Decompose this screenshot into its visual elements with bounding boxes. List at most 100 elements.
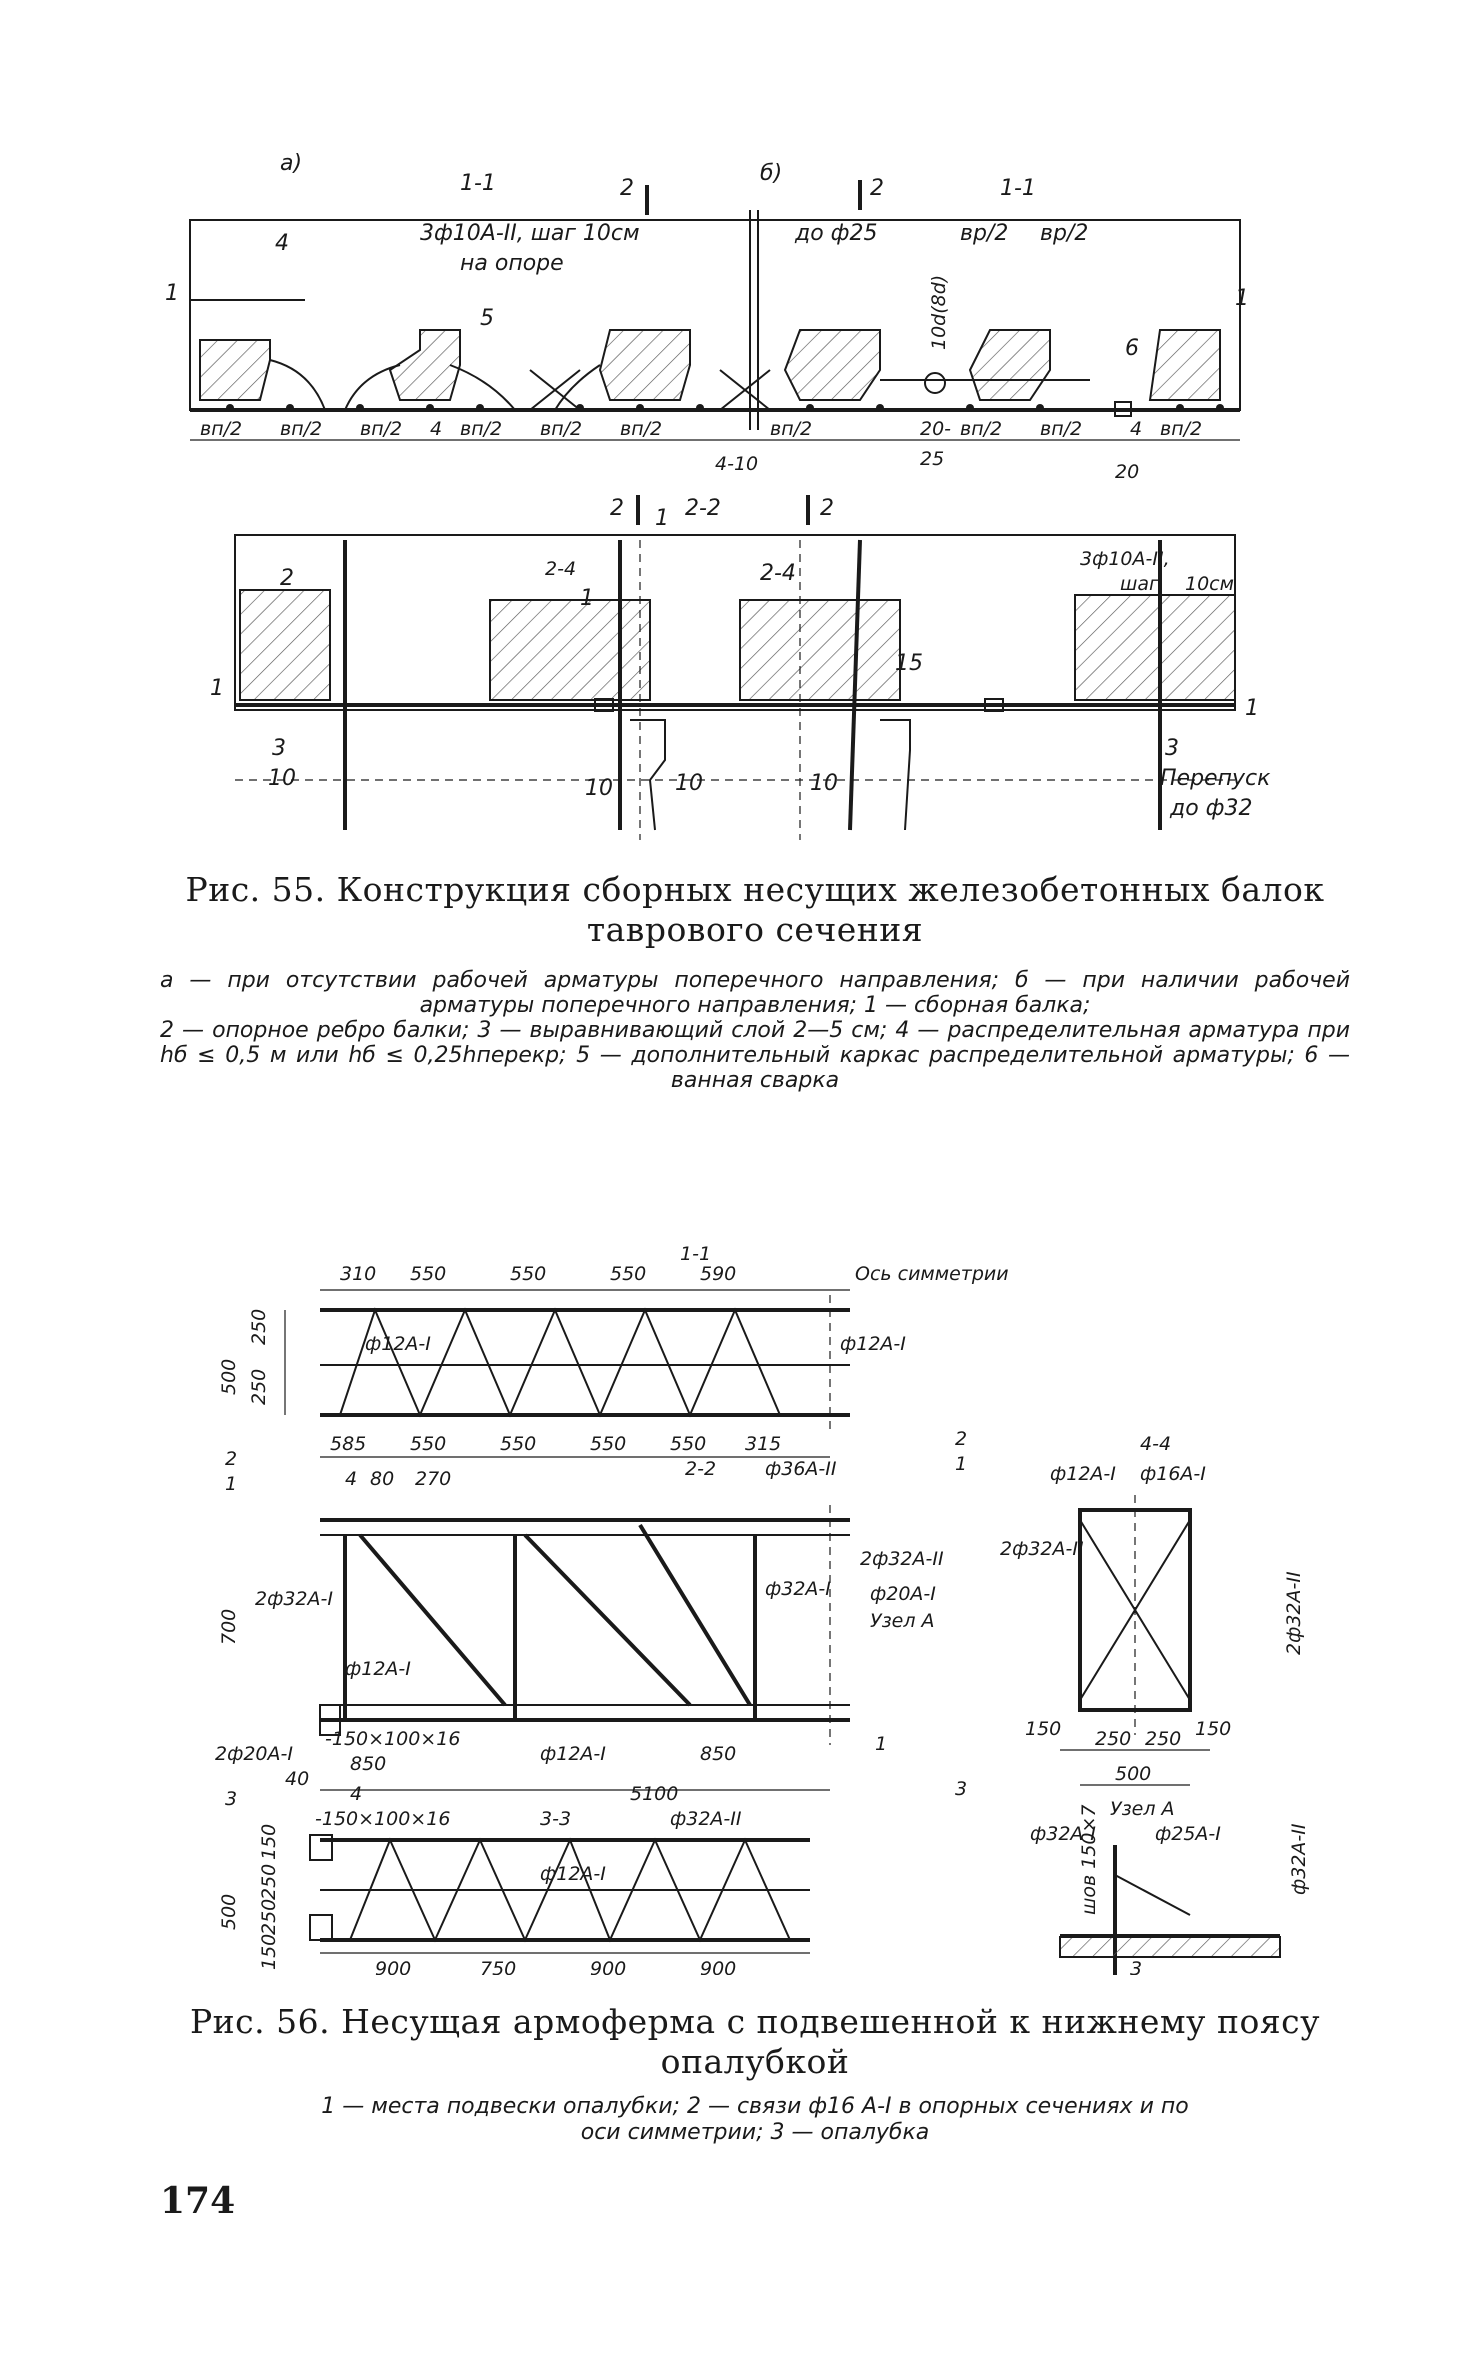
beam-rib bbox=[968, 329, 1051, 401]
label-f32a1b: ф32А-I bbox=[1030, 1823, 1096, 1845]
page-number: 174 bbox=[160, 2180, 236, 2222]
dim-270: 270 bbox=[415, 1468, 451, 1490]
label-f32a2b: ф32А-II bbox=[1288, 1823, 1310, 1895]
perepusk-line2: до ф32 bbox=[1169, 796, 1252, 821]
dims-mid: 585 550 550 550 550 315 bbox=[330, 1433, 781, 1455]
dim-4b: 4 bbox=[350, 1783, 362, 1805]
label-do-25: до ф25 bbox=[794, 221, 877, 246]
cross-bars bbox=[529, 369, 581, 411]
dim-900: 900 bbox=[590, 1958, 626, 1975]
figure-55-legend-line1: а — при отсутствии рабочей арматуры попе… bbox=[160, 968, 1350, 1018]
dim-250-f: 250 bbox=[1145, 1728, 1181, 1750]
label-f12-c: ф12А-I bbox=[345, 1658, 411, 1680]
label-f12-b: ф12А-I bbox=[840, 1333, 906, 1355]
rib-fillet bbox=[554, 364, 601, 411]
dim-585: 585 bbox=[330, 1433, 366, 1455]
beam-rib bbox=[1148, 329, 1221, 401]
weld bbox=[984, 698, 1004, 712]
rebar-b-line2: шаг bbox=[1120, 573, 1160, 595]
cut-1: 1 bbox=[225, 1473, 237, 1495]
perepusk-line1: Перепуск bbox=[1160, 766, 1271, 791]
cut-2: 2 bbox=[225, 1448, 237, 1470]
section-2-mark-a: 2 bbox=[620, 176, 634, 201]
label-f20: ф20А-I bbox=[870, 1583, 936, 1605]
rib-fillet bbox=[269, 359, 326, 411]
dim-150-b: 150 bbox=[258, 1934, 280, 1970]
dim-4: 4 bbox=[345, 1468, 357, 1490]
section-1-1: 1-1 bbox=[680, 1243, 711, 1265]
dim-bp2: вп/2 bbox=[1160, 418, 1202, 440]
label-15: 15 bbox=[895, 651, 923, 676]
panel-b-label: б) bbox=[760, 161, 782, 186]
dim-150-d: 150 bbox=[1195, 1718, 1231, 1740]
section-2-2: 2-2 bbox=[685, 1458, 716, 1480]
label-2f32c: 2ф32А-II bbox=[1000, 1538, 1084, 1560]
dims-top: 310 550 550 550 590 bbox=[340, 1263, 736, 1285]
section-1-1-left: 1-1 bbox=[460, 171, 496, 196]
section-3-3: 3-3 bbox=[540, 1808, 571, 1830]
dim-150-a: 150 bbox=[258, 1824, 280, 1860]
label-f16: ф16А-I bbox=[1140, 1463, 1206, 1485]
figure-55-drawing: а) б) 1-1 2 2 1-1 4 3ф10А-II, шаг 10см н… bbox=[160, 140, 1320, 860]
label-2-4b: 2-4 bbox=[760, 561, 796, 586]
cut-2-right: 2 bbox=[820, 496, 834, 521]
slab-outline-top bbox=[189, 219, 1241, 411]
dim-550: 550 bbox=[410, 1433, 446, 1455]
support-rib bbox=[239, 589, 331, 701]
label-1: 1 bbox=[875, 1733, 887, 1755]
plate-2: -150×100×16 bbox=[315, 1808, 450, 1830]
cut-1-right: 1 bbox=[955, 1453, 967, 1475]
dim-bp2: вп/2 bbox=[540, 418, 582, 440]
dim-750: 750 bbox=[480, 1958, 516, 1975]
weld-joint bbox=[924, 372, 946, 394]
rebar-dots-row bbox=[226, 404, 1224, 412]
dim-310: 310 bbox=[340, 1263, 376, 1285]
web-diagonals-3 bbox=[349, 1837, 791, 1943]
dim-550: 550 bbox=[610, 1263, 646, 1285]
dim-315: 315 bbox=[745, 1433, 781, 1455]
dim-4-10: 4-10 bbox=[715, 453, 758, 475]
rebar-note-line1: 3ф10А-II, шаг 10см bbox=[420, 221, 640, 246]
section-1-1-right: 1-1 bbox=[1000, 176, 1036, 201]
dim-250-a: 250 bbox=[248, 1309, 270, 1345]
section-4-4: 4-4 bbox=[1140, 1433, 1171, 1455]
label-f32a2: ф32А-II bbox=[670, 1808, 742, 1830]
uzel-a-title: Узел А bbox=[1110, 1798, 1175, 1820]
dim-250-c: 250 bbox=[258, 1864, 280, 1900]
dim-250-d: 250 bbox=[258, 1899, 280, 1935]
label-uzel-a: Узел А bbox=[870, 1610, 935, 1632]
dim-4: 4 bbox=[430, 418, 442, 440]
support-plate bbox=[319, 1704, 341, 1736]
dim-500-b: 500 bbox=[218, 1894, 240, 1930]
cut-1: 1 bbox=[655, 506, 669, 531]
label-1-mid: 1 bbox=[580, 586, 594, 611]
label-bp2-a: вр/2 bbox=[960, 221, 1008, 246]
label-10b: 10 bbox=[585, 776, 613, 801]
label-5: 5 bbox=[480, 306, 494, 331]
figure-55-legend-line2: 2 — опорное ребро балки; 3 — выравнивающ… bbox=[160, 1018, 1350, 1093]
bath-weld bbox=[1114, 401, 1132, 417]
support-rib bbox=[739, 599, 901, 701]
weld bbox=[594, 698, 614, 712]
label-1-low-right: 1 bbox=[1245, 696, 1259, 721]
plate bbox=[309, 1834, 333, 1861]
support-bar bbox=[880, 719, 911, 831]
plate-1: -150×100×16 bbox=[325, 1728, 460, 1750]
dimension-labels: вп/2 вп/2 вп/2 4 вп/2 вп/2 вп/2 вп/2 20-… bbox=[200, 418, 1202, 440]
support-rib bbox=[1074, 594, 1236, 701]
figure-56-drawing: 1-1 310 550 550 550 590 Ось симметрии ф1… bbox=[210, 1235, 1320, 1975]
label-1-low-left: 1 bbox=[210, 676, 224, 701]
panel-a-label: а) bbox=[280, 151, 302, 176]
dim-40: 40 bbox=[285, 1768, 309, 1790]
cut-3: 3 bbox=[225, 1788, 237, 1810]
dim-900: 900 bbox=[375, 1958, 411, 1975]
dim-bp2: вп/2 bbox=[200, 418, 242, 440]
label-10a: 10 bbox=[268, 766, 296, 791]
label-4: 4 bbox=[275, 231, 289, 256]
label-f12-d: ф12А-I bbox=[540, 1743, 606, 1765]
label-1-right: 1 bbox=[1235, 286, 1249, 311]
label-f32a1: ф32А-I bbox=[765, 1578, 831, 1600]
label-2-4a: 2-4 bbox=[545, 558, 576, 580]
label-3b: 3 bbox=[1130, 1958, 1142, 1975]
cross-bars bbox=[719, 369, 771, 411]
